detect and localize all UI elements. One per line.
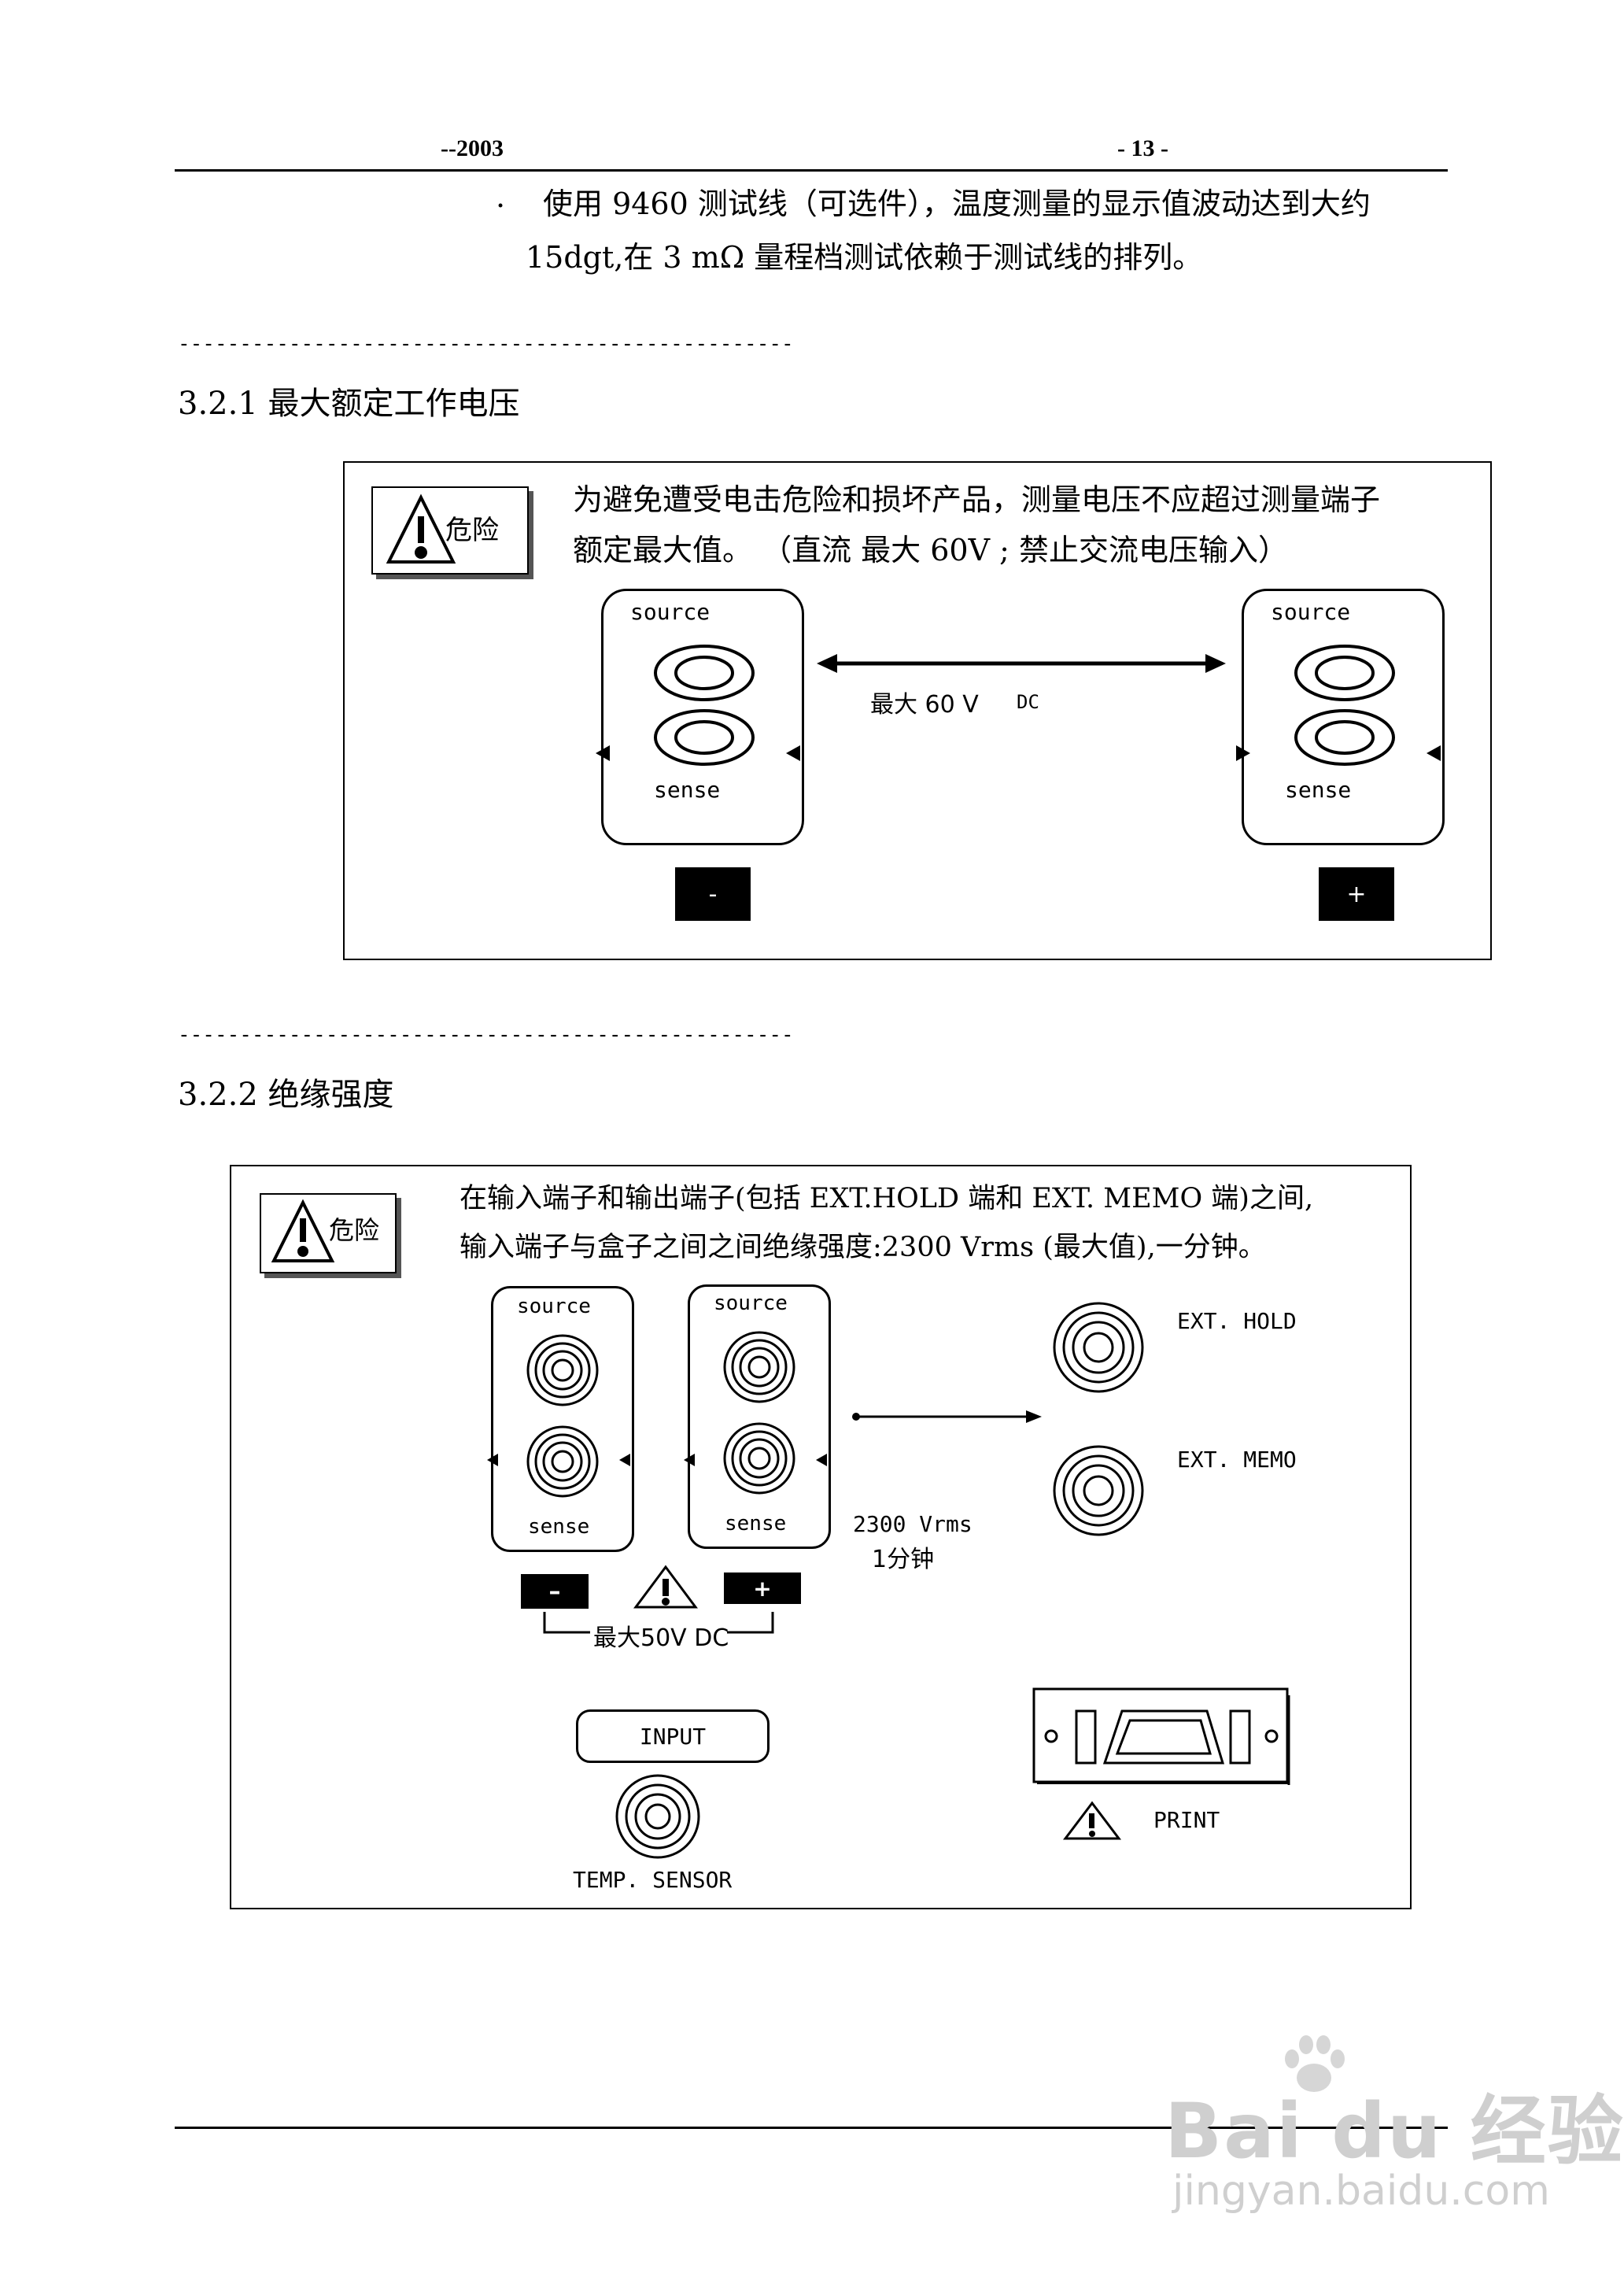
double-arrow-icon [817,654,1226,673]
watermark-brand: Bai du 经验 [1164,2087,1624,2175]
note-line-2: 15dgt,在 3 mΩ 量程档测试依赖于测试线的排列。 [526,240,1203,275]
max-voltage-label: 最大 60 V [870,691,979,719]
input-label: INPUT [639,1723,707,1750]
terminal-jacks [654,645,755,766]
isolation-arrow-icon [852,1410,1042,1423]
source-label: source [1271,599,1351,625]
warning-triangle-icon [1062,1801,1122,1840]
section-2-text-1: 在输入端子和输出端子(包括 EXT.HOLD 端和 EXT. MEMO 端)之间… [460,1183,1314,1214]
max-voltage-box: 危险 为避免遭受电击危险和损坏产品，测量电压不应超过测量端子 额定最大值。 （直… [343,461,1492,960]
ext-memo-label: EXT. MEMO [1177,1447,1297,1473]
terminal-panel-positive: source sense [684,1284,831,1549]
terminal-jacks [723,1331,795,1495]
terminal-jacks [1294,645,1395,766]
section-2-text-2: 输入端子与盒子之间之间绝缘强度:2300 Vrms (最大值),一分钟。 [460,1232,1266,1263]
arrow-marker-icon [786,745,800,761]
warning-triangle-icon [633,1565,698,1609]
sense-label: sense [528,1515,590,1539]
source-label: source [517,1295,591,1318]
arrow-marker-icon [816,1454,827,1466]
positive-terminal-tag: + [724,1572,801,1604]
section-1-text-2: 额定最大值。 （直流 最大 60V ; 禁止交流电压输入） [573,533,1288,567]
separator-2: ----------------------------------------… [178,1023,794,1047]
header-left: --2003 [441,135,504,161]
terminal-jacks [526,1334,599,1498]
negative-terminal-tag: – [521,1574,589,1609]
danger-sign: 危险 [371,486,530,576]
terminal-panel-negative: source sense [596,589,804,845]
isolation-voltage-label: 2300 Vrms [853,1511,973,1537]
section-2-heading: 3.2.2 绝缘强度 [178,1077,394,1113]
terminal-panel-negative: source sense [487,1286,634,1552]
isolation-duration-label: 1分钟 [872,1546,935,1573]
note-bullet: . [496,179,506,214]
header-rule [175,169,1448,172]
arrow-marker-icon [596,745,610,761]
sense-label: sense [725,1512,787,1536]
arrow-marker-icon [487,1454,498,1466]
source-label: source [714,1292,788,1315]
ext-hold-label: EXT. HOLD [1177,1308,1297,1334]
footer-rule [175,2127,1448,2129]
input-label-box: INPUT [576,1709,770,1763]
sense-label: sense [1285,777,1352,803]
ext-hold-jack-icon [1053,1302,1144,1393]
max-voltage-unit: DC [1017,691,1039,713]
separator-1: ----------------------------------------… [178,332,794,356]
terminal-panel-positive: source sense [1236,589,1445,845]
bracket-line [543,1612,774,1634]
temp-sensor-label: TEMP. SENSOR [573,1867,733,1893]
watermark-url: jingyan.baidu.com [1172,2168,1550,2215]
section-1-text-1: 为避免遭受电击危险和损坏产品，测量电压不应超过测量端子 [573,482,1381,517]
source-label: source [630,599,710,625]
arrow-marker-icon [684,1454,695,1466]
section-1-heading: 3.2.1 最大额定工作电压 [178,386,520,422]
header-page-number: - 13 - [1117,135,1168,161]
note-line-1: 使用 9460 测试线（可选件），温度测量的显示值波动达到大约 [543,187,1371,221]
max-50v-label: 最大50V DC [593,1624,729,1652]
ext-memo-jack-icon [1053,1445,1144,1536]
danger-sign: 危险 [260,1193,398,1275]
negative-terminal-tag: - [675,867,751,921]
positive-terminal-tag: + [1319,867,1394,921]
print-connector-icon [1032,1687,1290,1785]
warning-triangle-icon [386,493,456,564]
arrow-marker-icon [1236,745,1250,761]
arrow-marker-icon [1427,745,1441,761]
danger-label: 危险 [329,1215,380,1245]
paw-logo-icon [1285,2035,1345,2092]
sense-label: sense [654,777,721,803]
warning-triangle-icon [271,1199,335,1262]
print-label: PRINT [1153,1807,1220,1833]
arrow-marker-icon [619,1454,630,1466]
insulation-box: 危险 在输入端子和输出端子(包括 EXT.HOLD 端和 EXT. MEMO 端… [230,1165,1412,1909]
danger-label: 危险 [445,515,499,546]
temp-sensor-jack-icon [615,1774,700,1859]
